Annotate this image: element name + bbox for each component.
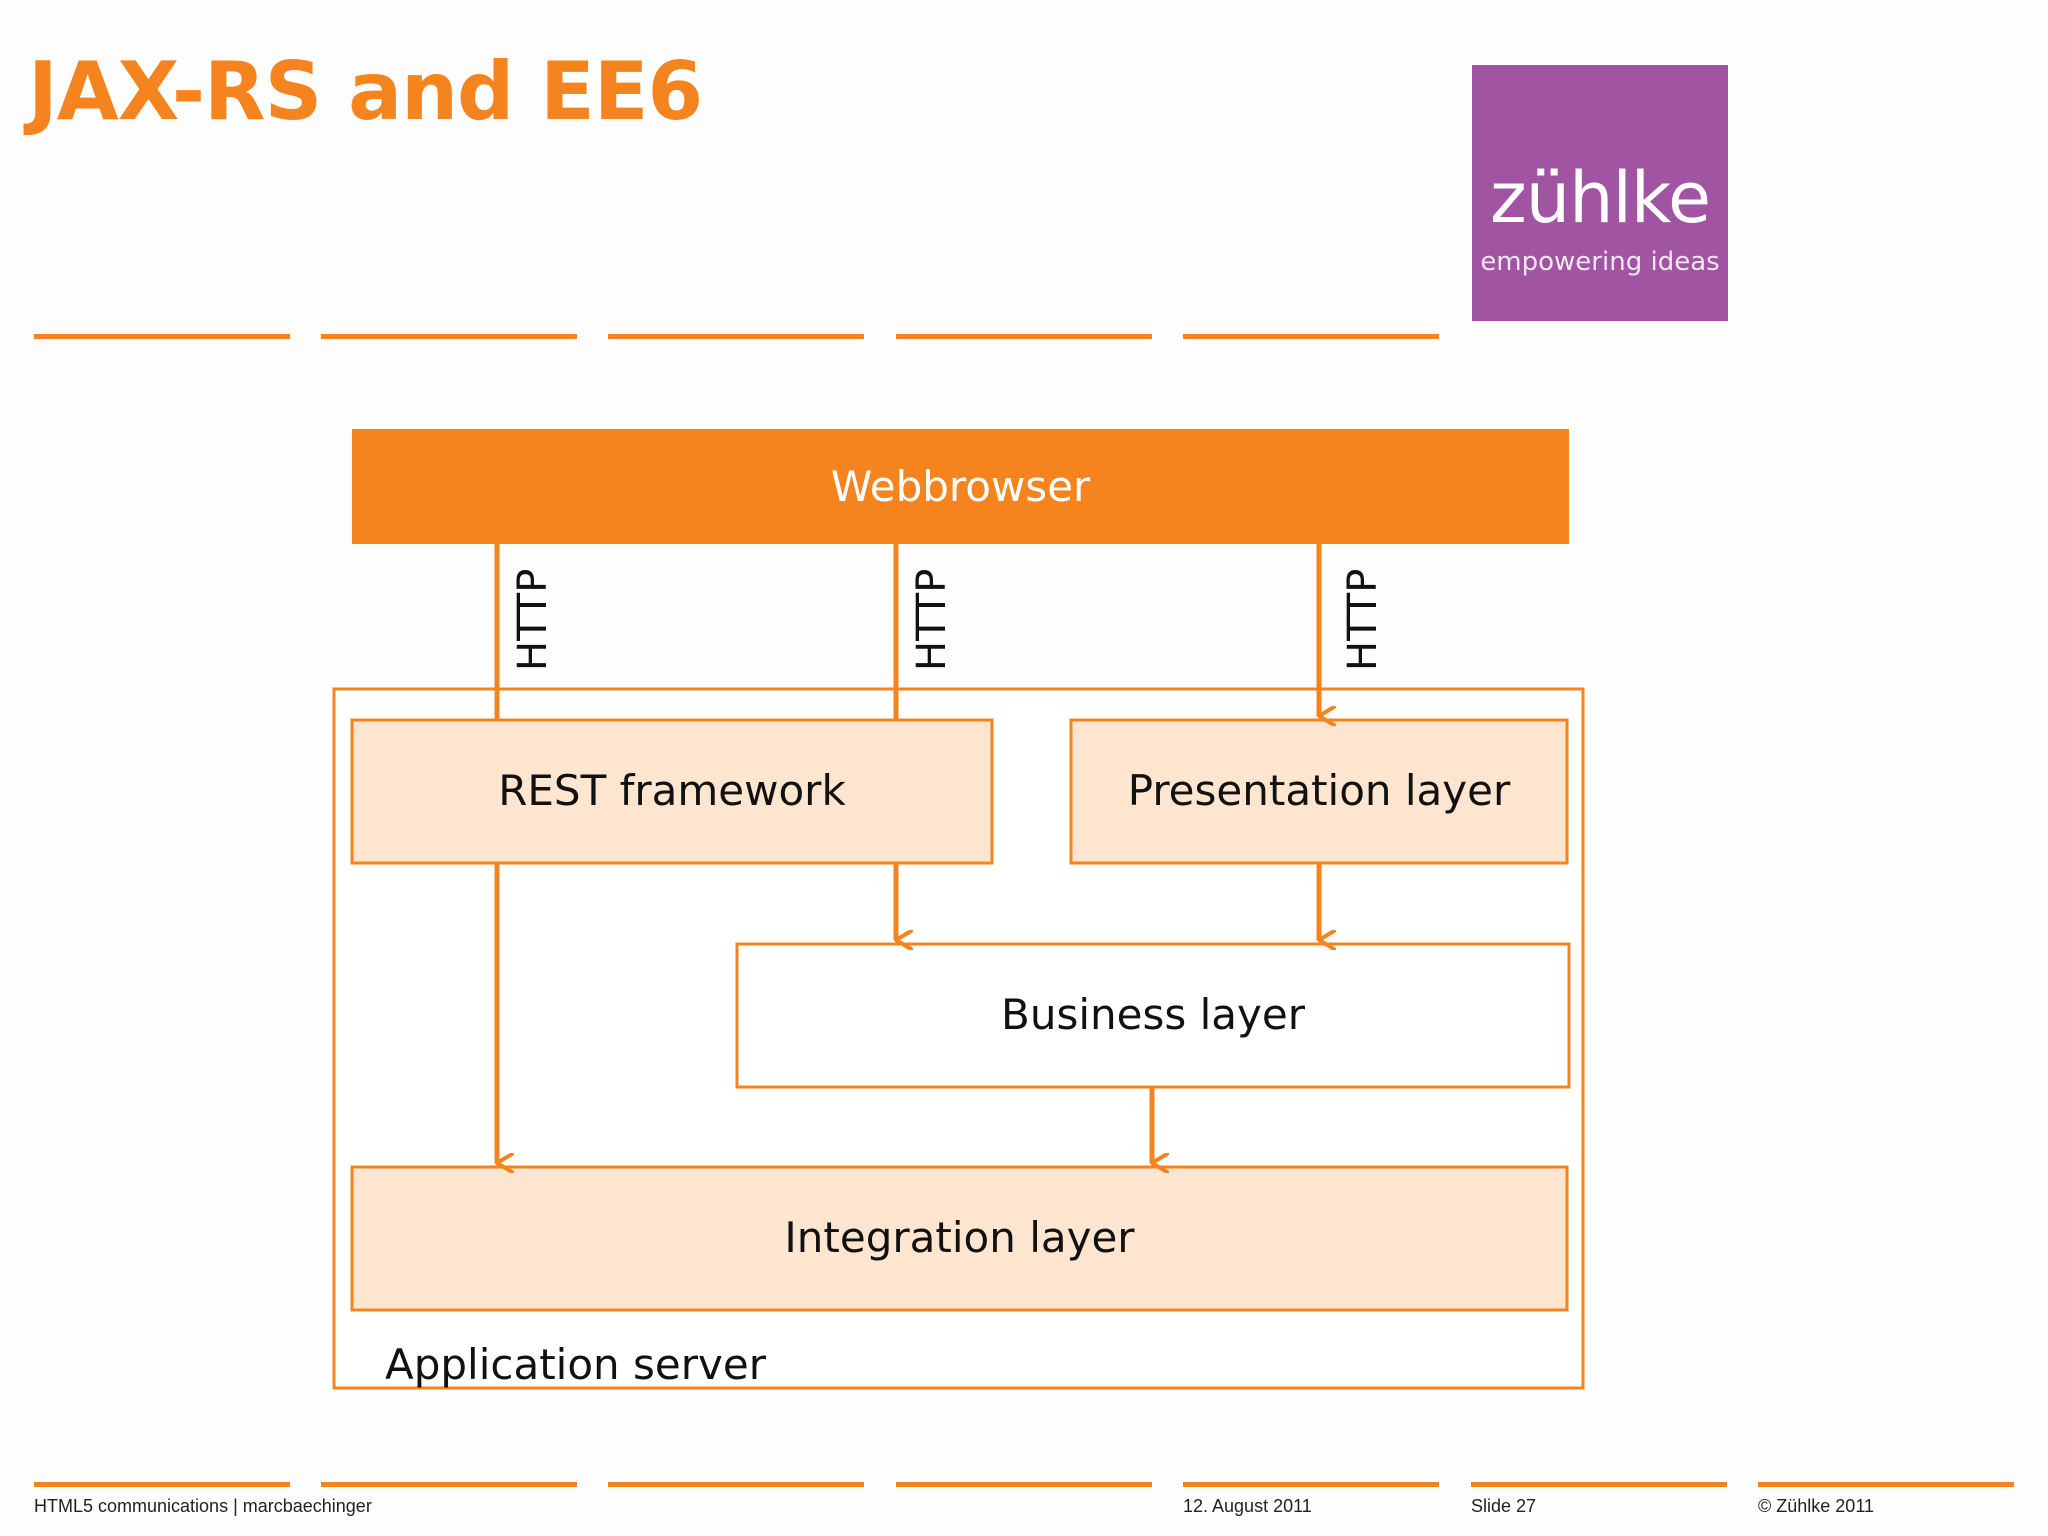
footer-date: 12. August 2011 bbox=[1183, 1496, 1312, 1516]
integration-layer-label-area: Integration layer bbox=[352, 1167, 1567, 1310]
integration-layer-box bbox=[350, 1165, 1569, 1312]
presentation-layer-label-area: Presentation layer bbox=[1071, 720, 1567, 863]
footer-rule bbox=[896, 1482, 1152, 1487]
footer-copyright: © Zühlke 2011 bbox=[1758, 1496, 1874, 1516]
rest-framework-label-area: REST framework bbox=[352, 720, 992, 863]
footer-rule bbox=[608, 1482, 864, 1487]
header-rule bbox=[608, 334, 864, 339]
rest-framework-box bbox=[350, 718, 994, 865]
zuhlke-logo: zühlke empowering ideas bbox=[1472, 65, 1728, 321]
header-rule bbox=[1183, 334, 1439, 339]
logo-word: zühlke bbox=[1489, 157, 1711, 239]
webbrowser-label-area: Webbrowser bbox=[352, 429, 1569, 544]
http-label-1: HTTP bbox=[510, 568, 556, 671]
http-label-3: HTTP bbox=[1340, 568, 1386, 671]
header-rule bbox=[896, 334, 1152, 339]
presentation-layer-label: Presentation layer bbox=[1127, 766, 1511, 815]
header-rule bbox=[321, 334, 577, 339]
rest-framework-label: REST framework bbox=[498, 766, 846, 815]
business-layer-box bbox=[735, 942, 1571, 1089]
business-layer-label-area: Business layer bbox=[737, 944, 1569, 1087]
footer-presentation-info: HTML5 communications | marcbaechinger bbox=[34, 1496, 372, 1516]
footer-rule bbox=[321, 1482, 577, 1487]
business-layer-label: Business layer bbox=[1001, 990, 1305, 1039]
logo-tagline: empowering ideas bbox=[1480, 247, 1720, 277]
footer-slide-number: Slide 27 bbox=[1471, 1496, 1537, 1516]
webbrowser-box bbox=[352, 429, 1569, 544]
presentation-layer-box bbox=[1069, 718, 1569, 865]
header-rule bbox=[34, 334, 290, 339]
footer-rule bbox=[34, 1482, 290, 1487]
http-label-2: HTTP bbox=[909, 568, 955, 671]
footer-rule bbox=[1758, 1482, 2014, 1487]
footer-rule bbox=[1471, 1482, 1727, 1487]
webbrowser-label: Webbrowser bbox=[830, 462, 1091, 511]
integration-layer-label: Integration layer bbox=[784, 1213, 1135, 1262]
footer-rule bbox=[1183, 1482, 1439, 1487]
application-server-label: Application server bbox=[385, 1340, 766, 1389]
slide-title: JAX-RS and EE6 bbox=[28, 45, 703, 138]
